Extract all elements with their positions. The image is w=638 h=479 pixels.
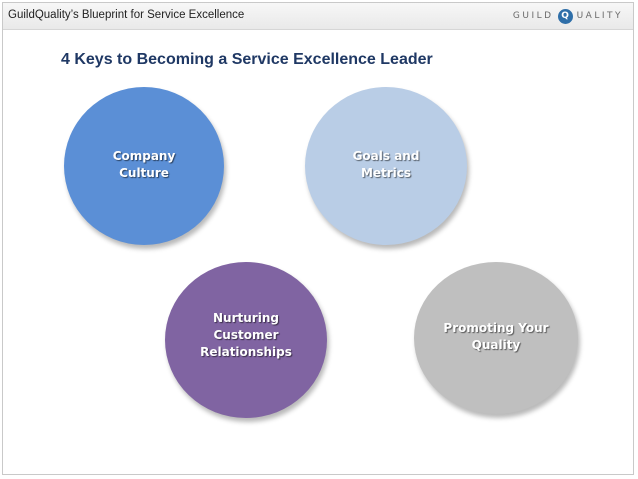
key-circle-goals-metrics: Goals and Metrics bbox=[305, 87, 467, 245]
logo-mark-letter: Q bbox=[561, 11, 569, 21]
key-label-nurturing-relationships: Nurturing Customer Relationships bbox=[200, 311, 292, 359]
key-circle-promoting-quality: Promoting Your Quality bbox=[414, 262, 578, 414]
logo-text-right: UALITY bbox=[576, 11, 623, 21]
logo-q-icon: Q bbox=[557, 8, 573, 24]
key-label-goals-metrics: Goals and Metrics bbox=[352, 149, 420, 180]
logo-text-left: GUILD bbox=[512, 11, 554, 21]
header-bar: GuildQuality’s Blueprint for Service Exc… bbox=[3, 3, 633, 30]
key-circle-company-culture: Company Culture bbox=[64, 87, 224, 245]
slide-frame: GuildQuality’s Blueprint for Service Exc… bbox=[2, 2, 634, 475]
key-label-company-culture: Company Culture bbox=[112, 149, 176, 180]
key-label-promoting-quality: Promoting Your Quality bbox=[443, 321, 549, 352]
header-title: GuildQuality’s Blueprint for Service Exc… bbox=[8, 9, 245, 21]
guildquality-logo: GUILD Q UALITY bbox=[513, 8, 623, 24]
key-circle-nurturing-relationships: Nurturing Customer Relationships bbox=[165, 262, 327, 418]
page-title: 4 Keys to Becoming a Service Excellence … bbox=[61, 51, 433, 68]
